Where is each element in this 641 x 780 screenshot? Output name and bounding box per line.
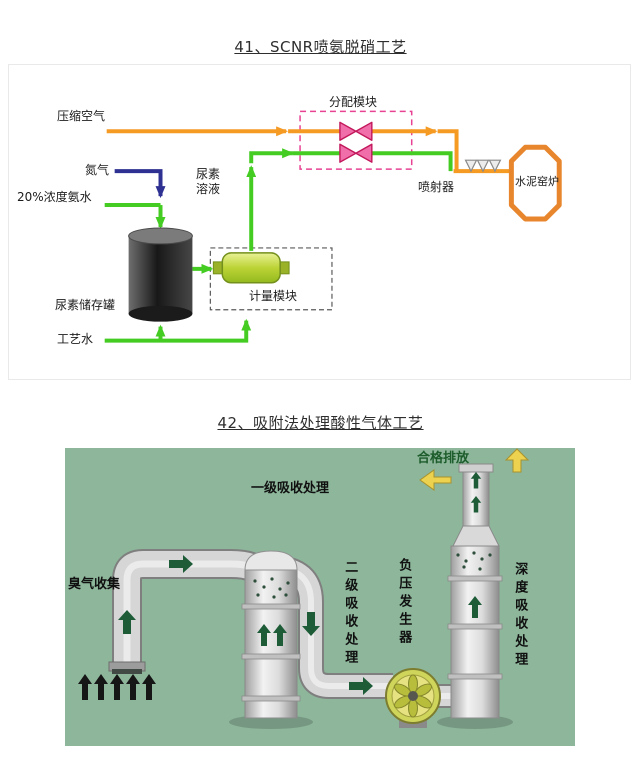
absorption-tower-2 <box>437 463 513 729</box>
intake-mouth <box>108 661 146 674</box>
compressed-air-label: 压缩空气 <box>57 109 106 123</box>
fan-icon <box>385 668 441 728</box>
nitrogen-line <box>114 169 166 199</box>
ammonia-water-label: 20%浓度氨水 <box>17 190 92 204</box>
metering-module-label: 计量模块 <box>249 289 298 303</box>
metering-module-box <box>209 247 333 311</box>
scnr-diagram-svg <box>104 110 562 343</box>
section-title-41: 41、SCNR喷氨脱硝工艺 <box>234 38 407 56</box>
distribution-module-label: 分配模块 <box>329 95 378 109</box>
absorption-tower-1 <box>229 550 313 729</box>
negative-pressure-label: 负压发生器 <box>396 558 412 648</box>
adsorption-diagram-svg <box>65 448 575 746</box>
urea-solution-label: 尿素溶液 <box>196 167 221 196</box>
flow-arrows <box>118 472 482 695</box>
spray-dots <box>253 551 492 599</box>
urea-tank-icon <box>128 227 193 322</box>
injector-icon <box>464 159 502 173</box>
metering-component-icon <box>212 252 290 284</box>
nitrogen-label: 氮气 <box>85 163 110 177</box>
adsorption-diagram: 合格排放 一级吸收处理 臭气收集 二级吸收处理 负压发生器 深度吸收处理 <box>65 448 575 746</box>
qualified-emission-label: 合格排放 <box>417 451 470 466</box>
injector-label: 喷射器 <box>418 180 455 194</box>
cement-kiln-label: 水泥窑炉 <box>515 175 559 188</box>
emission-arrows <box>419 448 530 491</box>
distribution-module-box <box>299 110 413 170</box>
section-title-42: 42、吸附法处理酸性气体工艺 <box>217 414 424 432</box>
stage1-absorption-label: 一级吸收处理 <box>251 481 330 496</box>
process-water-label: 工艺水 <box>57 332 94 346</box>
air-lines <box>106 126 512 174</box>
cement-kiln-icon <box>508 144 562 222</box>
distribution-valve-icon <box>339 121 373 163</box>
intake-arrows <box>78 674 156 700</box>
urea-tank-label: 尿素储存罐 <box>55 298 116 312</box>
odor-collection-label: 臭气收集 <box>68 577 121 592</box>
scnr-diagram: 压缩空气 分配模块 氮气 20%浓度氨水 尿素溶液 尿素储存罐 工艺水 计量模块… <box>8 64 631 380</box>
stage2-absorption-label: 二级吸收处理 <box>342 560 358 668</box>
liquid-lines <box>104 148 453 343</box>
deep-absorption-label: 深度吸收处理 <box>512 562 528 670</box>
